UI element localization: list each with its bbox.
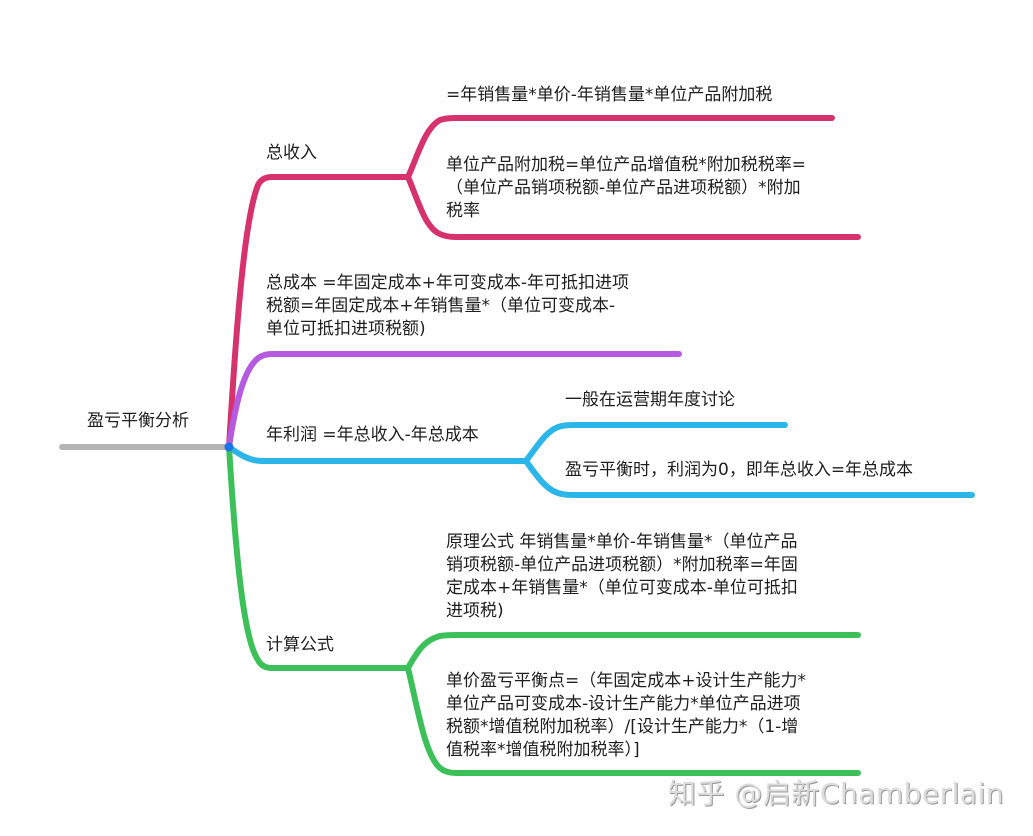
unit-surtax-node[interactable]: 单位产品附加税=单位产品增值税*附加税税率= （单位产品销项税额-单位产品进项税…: [446, 155, 806, 221]
income-child1-line: [405, 115, 835, 180]
formula-child2-line: [405, 665, 861, 776]
income-branch-line: [226, 174, 411, 450]
root-junction-node: [224, 442, 234, 452]
income-child2-line: [405, 174, 861, 240]
principle-formula-node[interactable]: 原理公式 年销售量*单价-年销售量*（单位产品 销项税额-单位产品进项税额）*附…: [446, 532, 798, 621]
profit-child1-line: [523, 422, 788, 464]
profit-branch-line: [226, 444, 529, 464]
branch-formula[interactable]: 计算公式: [266, 635, 334, 655]
income-formula-node[interactable]: =年销售量*单价-年销售量*单位产品附加税: [446, 85, 773, 105]
branch-total-cost[interactable]: 总成本 =年固定成本+年可变成本-年可抵扣进项 税额=年固定成本+年销售量*（单…: [266, 273, 630, 339]
unit-price-breakeven-node[interactable]: 单价盈亏平衡点=（年固定成本+设计生产能力* 单位产品可变成本-设计生产能力*单…: [446, 671, 806, 760]
formula-child1-line: [405, 632, 861, 671]
root-node[interactable]: 盈亏平衡分析: [87, 411, 189, 431]
profit-child2-line: [523, 458, 975, 498]
watermark: 知乎 @启新Chamberlain: [668, 777, 1005, 810]
breakeven-condition-node[interactable]: 盈亏平衡时，利润为0，即年总收入=年总成本: [565, 460, 914, 480]
branch-annual-profit[interactable]: 年利润 =年总收入-年总成本: [266, 425, 479, 445]
formula-branch-line: [226, 444, 411, 671]
profit-period-node[interactable]: 一般在运营期年度讨论: [565, 390, 735, 410]
cost-branch-line: [226, 351, 682, 450]
branch-total-income[interactable]: 总收入: [266, 143, 317, 163]
